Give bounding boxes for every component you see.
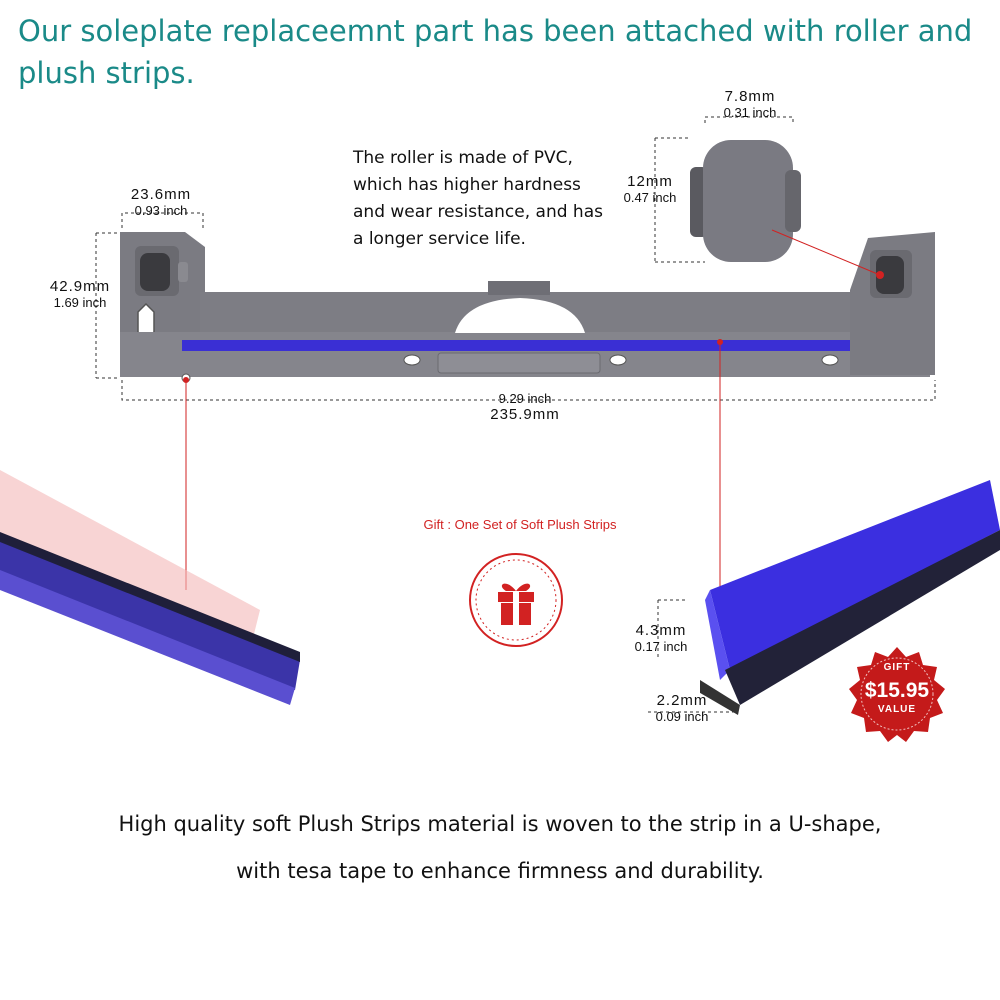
end-width-label: 23.6mm 0.93 inch (115, 186, 207, 218)
plate-length-inch: 9.29 inch (498, 391, 552, 406)
price-badge: GIFT $15.95 VALUE (848, 645, 946, 743)
strip-base-mm: 2.2mm (656, 692, 708, 709)
roller-width-mm: 7.8mm (724, 88, 776, 105)
plate-length-label: 9.29 inch 235.9mm (470, 391, 580, 423)
strip-height-inch: 0.17 inch (634, 639, 688, 654)
footer-line-1: High quality soft Plush Strips material … (118, 812, 882, 836)
roller-width-inch: 0.31 inch (723, 105, 777, 120)
strip-height-label: 4.3mm 0.17 inch (622, 622, 700, 654)
end-width-mm: 23.6mm (130, 186, 192, 203)
footer-line-2: with tesa tape to enhance firmness and d… (236, 859, 764, 883)
gift-icon (469, 553, 563, 647)
plate-height-label: 42.9mm 1.69 inch (36, 278, 124, 310)
roller-description: The roller is made of PVC, which has hig… (353, 148, 603, 249)
end-width-inch: 0.93 inch (134, 203, 188, 218)
roller-height-mm: 12mm (627, 173, 673, 190)
strip-height-mm: 4.3mm (635, 622, 687, 639)
strip-tape-closeup (0, 470, 300, 705)
plate-height-mm: 42.9mm (49, 278, 111, 295)
roller-width-label: 7.8mm 0.31 inch (700, 88, 800, 120)
strip-base-inch: 0.09 inch (655, 709, 709, 724)
badge-price: $15.95 (864, 679, 930, 702)
roller-height-label: 12mm 0.47 inch (612, 173, 688, 205)
strip-base-label: 2.2mm 0.09 inch (640, 692, 724, 724)
badge-top-text: GIFT (883, 662, 911, 673)
plate-height-inch: 1.69 inch (53, 295, 107, 310)
badge-bottom-text: VALUE (877, 704, 917, 715)
plush-strip-closeup (700, 480, 1000, 715)
gift-caption: Gift : One Set of Soft Plush Strips (423, 517, 617, 532)
roller-height-inch: 0.47 inch (623, 190, 677, 205)
plate-length-mm: 235.9mm (490, 406, 560, 423)
headline: Our soleplate replaceemnt part has been … (18, 14, 973, 90)
